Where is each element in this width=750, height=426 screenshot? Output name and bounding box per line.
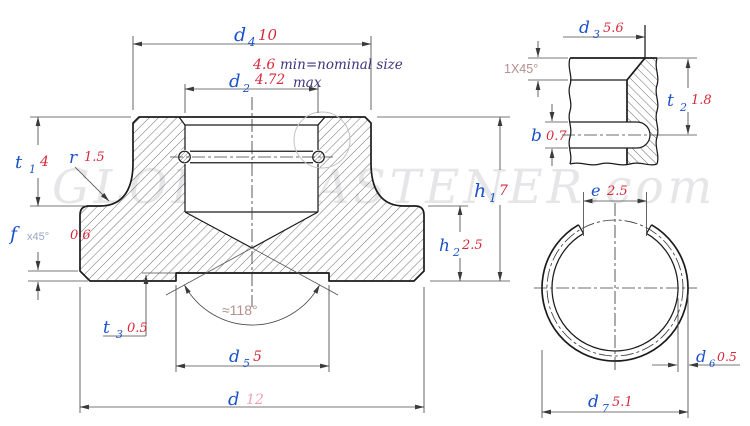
h1-value: 7 bbox=[499, 183, 508, 199]
cone-angle-label: ≈118° bbox=[222, 302, 258, 318]
t3-symbol: t bbox=[103, 318, 110, 338]
dim-t3 bbox=[103, 272, 176, 337]
d6-value: 0.5 bbox=[717, 349, 737, 364]
d2-max-value: 4.72 bbox=[254, 72, 285, 88]
d2-max-note: max bbox=[293, 75, 322, 91]
dim-d5 bbox=[175, 285, 330, 372]
front-view-dimensions bbox=[28, 36, 510, 413]
h2-subscript: 2 bbox=[452, 246, 460, 259]
cone-angle-arc bbox=[184, 284, 320, 326]
d4-subscript: 4 bbox=[247, 35, 256, 49]
chamfer-label: 1X45° bbox=[504, 62, 538, 76]
detail-break-right bbox=[655, 57, 659, 165]
t3-subscript: 3 bbox=[116, 328, 123, 341]
bore-and-cone-cutout bbox=[185, 125, 318, 248]
t3-value: 0.5 bbox=[127, 321, 148, 336]
dim-d bbox=[79, 287, 425, 413]
t1-symbol: t bbox=[15, 152, 23, 173]
dim-b bbox=[545, 104, 568, 166]
cone-right-edge bbox=[251, 211, 319, 249]
h2-value: 2.5 bbox=[461, 238, 483, 253]
d2-symbol: d bbox=[229, 71, 241, 92]
f-symbol: f bbox=[8, 223, 20, 245]
d6-symbol: d bbox=[696, 347, 706, 366]
detail-break-bottom bbox=[569, 162, 658, 166]
retaining-ring-view bbox=[534, 192, 740, 418]
h1-subscript: 1 bbox=[489, 191, 497, 205]
dim-d7 bbox=[541, 350, 689, 418]
detail-break-left bbox=[568, 57, 572, 165]
dim-e bbox=[583, 192, 647, 236]
d3-subscript: 3 bbox=[593, 28, 600, 41]
d5-value: 5 bbox=[253, 349, 262, 365]
bore-chamfer-left-edge bbox=[178, 116, 186, 126]
h2-symbol: h bbox=[439, 236, 450, 256]
dim-t2 bbox=[657, 57, 697, 136]
d7-symbol: d bbox=[588, 392, 599, 412]
e-value: 2.5 bbox=[606, 184, 628, 199]
detail-edges bbox=[568, 57, 659, 166]
t1-value: 4 bbox=[39, 154, 49, 170]
r-leader bbox=[74, 166, 110, 202]
t2-subscript: 2 bbox=[679, 101, 687, 114]
t2-value: 1.8 bbox=[691, 93, 712, 108]
ring-inner-circle bbox=[551, 232, 679, 352]
r-value: 1.5 bbox=[84, 150, 105, 165]
d3-symbol: d bbox=[579, 18, 590, 38]
cone-extension-right bbox=[251, 247, 339, 296]
d-symbol: d bbox=[228, 389, 240, 410]
front-section-view bbox=[79, 97, 425, 326]
dim-d3 bbox=[563, 25, 646, 58]
d5-subscript: 5 bbox=[243, 357, 250, 370]
f-angle-note: x45° bbox=[27, 231, 49, 243]
d2-min-note: min=nominal size bbox=[280, 57, 403, 73]
detail-callout-circle bbox=[293, 111, 351, 169]
e-symbol: e bbox=[591, 181, 600, 200]
t2-symbol: t bbox=[667, 91, 674, 111]
f-value: 0.6 bbox=[70, 228, 91, 243]
groove-detail-view bbox=[528, 25, 697, 166]
d7-value: 5.1 bbox=[612, 395, 633, 410]
d2-subscript: 2 bbox=[242, 82, 250, 95]
dim-f bbox=[28, 252, 88, 300]
bore-chamfer-right-edge bbox=[317, 116, 326, 126]
bore-edges bbox=[176, 116, 329, 274]
d2-min-value: 4.6 bbox=[252, 57, 275, 73]
d4-symbol: d bbox=[234, 24, 246, 46]
cone-extension-left bbox=[165, 247, 253, 296]
r-symbol: r bbox=[69, 148, 78, 168]
dim-h2 bbox=[428, 205, 468, 282]
detail-hatch bbox=[627, 58, 657, 164]
dim-d2 bbox=[184, 84, 319, 113]
d4-value: 10 bbox=[258, 26, 278, 44]
dim-t1 bbox=[30, 116, 131, 207]
dim-h1 bbox=[377, 116, 510, 282]
t1-subscript: 1 bbox=[29, 163, 36, 176]
dim-d6 bbox=[652, 295, 740, 418]
d6-subscript: 6 bbox=[709, 359, 716, 370]
dim-d4 bbox=[132, 36, 372, 110]
cone-angle-construction bbox=[165, 247, 339, 326]
dimension-labels: d 4 10 4.6 min=nominal size d 2 4.72 max… bbox=[8, 18, 737, 415]
d3-value: 5.6 bbox=[603, 21, 624, 36]
b-symbol: b bbox=[531, 126, 542, 146]
b-value: 0.7 bbox=[546, 129, 567, 144]
cone-left-edge bbox=[184, 211, 253, 249]
h1-symbol: h bbox=[474, 180, 486, 202]
d-value: 12 bbox=[246, 392, 264, 408]
d7-subscript: 7 bbox=[602, 402, 609, 415]
d5-symbol: d bbox=[229, 347, 240, 367]
dim-chamfer-1x45 bbox=[528, 41, 568, 97]
ring-gap-end-left bbox=[577, 224, 585, 234]
detail-chamfer-edge bbox=[626, 57, 646, 81]
